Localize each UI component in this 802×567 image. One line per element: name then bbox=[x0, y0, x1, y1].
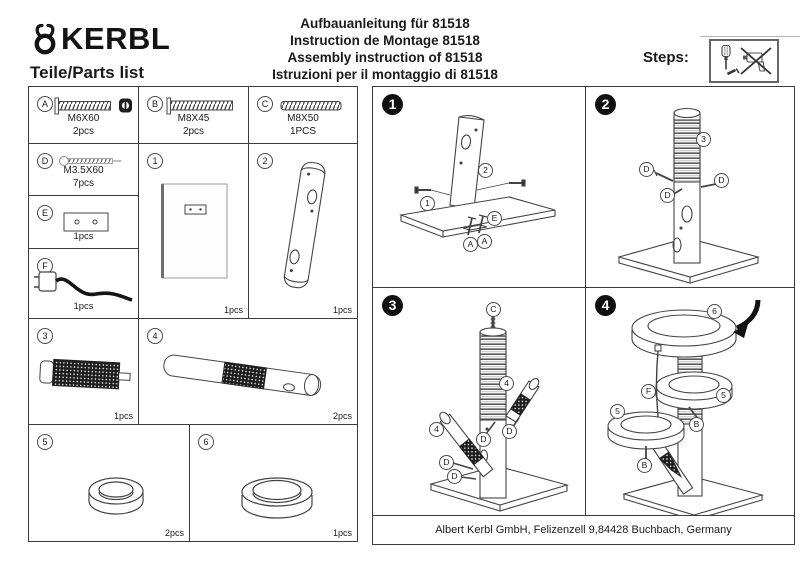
step-2-badge: 2 bbox=[595, 94, 616, 115]
part-cell-6: 6 1pcs bbox=[189, 424, 358, 542]
threaded-rod-m8x50-drawing bbox=[280, 101, 342, 111]
part-cell-E: E 1pcs bbox=[28, 195, 139, 249]
part-label-4: 4 bbox=[147, 328, 163, 344]
part-cell-A: A M6X60 2pcs bbox=[28, 86, 139, 144]
step-2-panel: 2 3 D D D bbox=[585, 86, 795, 288]
step1-tag-E: E bbox=[487, 211, 502, 226]
step-2-diagram bbox=[616, 107, 761, 284]
step4-tag-F: F bbox=[641, 384, 656, 399]
screw-m35x60-drawing bbox=[59, 156, 122, 166]
part-cell-C: C M8X50 1PCS bbox=[248, 86, 358, 144]
part-label-1: 1 bbox=[147, 153, 163, 169]
screwdriver-and-no-drill-icons bbox=[721, 44, 772, 76]
step3-tag-4a: 4 bbox=[499, 376, 514, 391]
document-title-block: Aufbauanleitung für 81518 Instruction de… bbox=[235, 15, 535, 83]
step-1-panel: 1 2 1 E A A bbox=[372, 86, 586, 288]
step3-tag-C: C bbox=[486, 302, 501, 317]
brand-name: KERBL bbox=[61, 21, 171, 56]
step4-tag-5b: 5 bbox=[610, 404, 625, 419]
tools-required-box bbox=[709, 39, 779, 83]
title-en: Assembly instruction of 81518 bbox=[287, 50, 483, 65]
step3-tag-D1: D bbox=[502, 424, 517, 439]
step1-tag-A2: A bbox=[477, 234, 492, 249]
small-ring-bed-drawing bbox=[88, 477, 144, 515]
part-label-B: B bbox=[147, 96, 163, 112]
part-spec-D: M3.5X60 7pcs bbox=[63, 165, 104, 189]
lower-tube-drawing bbox=[283, 161, 326, 289]
bolt-m8x45-drawing bbox=[166, 97, 233, 115]
part-label-3: 3 bbox=[37, 328, 53, 344]
step1-tag-part2: 2 bbox=[478, 163, 493, 178]
part-label-A: A bbox=[37, 96, 53, 112]
step2-tag-part3: 3 bbox=[696, 132, 711, 147]
angled-post-drawing bbox=[163, 354, 322, 396]
top-sisal-post-drawing bbox=[39, 358, 131, 390]
part-qty-5: 2pcs bbox=[164, 528, 184, 538]
step3-tag-D4: D bbox=[447, 469, 462, 484]
part-spec-B: M8X45 2pcs bbox=[177, 113, 210, 137]
bolt-m6x60-drawing bbox=[54, 97, 132, 115]
parts-list-title: Teile/Parts list bbox=[30, 63, 145, 82]
step4-tag-part6: 6 bbox=[707, 304, 722, 319]
no-electric-drill-icon bbox=[740, 47, 772, 75]
manufacturer-address-bar: Albert Kerbl GmbH, Felizenzell 9,84428 B… bbox=[372, 515, 795, 545]
step-3-diagram bbox=[429, 316, 570, 512]
step-4-diagram bbox=[607, 299, 765, 515]
step4-tag-B1: B bbox=[689, 417, 704, 432]
step3-tag-D3: D bbox=[439, 455, 454, 470]
scan-artifact-line bbox=[700, 36, 800, 37]
part-qty-2: 1pcs bbox=[332, 305, 352, 315]
step3-tag-D2: D bbox=[476, 432, 491, 447]
part-cell-1: 1 1pcs bbox=[138, 143, 249, 319]
manufacturer-address: Albert Kerbl GmbH, Felizenzell 9,84428 B… bbox=[435, 524, 732, 536]
step4-tag-B2: B bbox=[637, 458, 652, 473]
part-qty-E: 1pcs bbox=[73, 231, 94, 242]
step-3-badge: 3 bbox=[382, 295, 403, 316]
part-qty-F: 1pcs bbox=[73, 301, 94, 312]
part-cell-3: 3 1pcs bbox=[28, 318, 139, 425]
kerbl-logo: KERBL bbox=[30, 22, 170, 58]
connector-plate-drawing bbox=[63, 212, 109, 232]
part-qty-4: 2pcs bbox=[332, 411, 352, 421]
part-label-E: E bbox=[37, 205, 53, 221]
part-qty-6: 1pcs bbox=[332, 528, 352, 538]
part-cell-F: F 1pcs bbox=[28, 248, 139, 319]
screwdriver-icon bbox=[721, 44, 740, 76]
part-spec-C: M8X50 1PCS bbox=[287, 113, 319, 137]
step-1-badge: 1 bbox=[382, 94, 403, 115]
title-it: Istruzioni per il montaggio di 81518 bbox=[272, 67, 498, 82]
part-cell-5: 5 2pcs bbox=[28, 424, 190, 542]
steps-label: Steps: bbox=[643, 49, 689, 66]
part-label-5: 5 bbox=[37, 434, 53, 450]
play-cord-drawing bbox=[34, 271, 133, 302]
step1-tag-A1: A bbox=[463, 237, 478, 252]
step4-tag-5a: 5 bbox=[716, 388, 731, 403]
step2-tag-D1: D bbox=[639, 162, 654, 177]
part-label-6: 6 bbox=[198, 434, 214, 450]
part-label-2: 2 bbox=[257, 153, 273, 169]
part-spec-A: M6X60 2pcs bbox=[67, 113, 100, 137]
step-1-diagram bbox=[398, 114, 556, 238]
step1-tag-part1: 1 bbox=[420, 196, 435, 211]
step-3-panel: 3 bbox=[372, 287, 586, 516]
part-qty-3: 1pcs bbox=[113, 411, 133, 421]
part-cell-D: D M3.5X60 7pcs bbox=[28, 143, 139, 196]
title-de: Aufbauanleitung für 81518 bbox=[300, 16, 470, 31]
title-fr: Instruction de Montage 81518 bbox=[290, 33, 480, 48]
step-4-badge: 4 bbox=[595, 295, 616, 316]
part-cell-2: 2 1pcs bbox=[248, 143, 358, 319]
part-label-C: C bbox=[257, 96, 273, 112]
part-qty-1: 1pcs bbox=[223, 305, 243, 315]
step3-tag-4b: 4 bbox=[429, 422, 444, 437]
large-ring-bed-drawing bbox=[241, 477, 313, 519]
part-cell-4: 4 2pcs bbox=[138, 318, 358, 425]
step-4-panel: 4 bbox=[585, 287, 795, 516]
step2-tag-D3: D bbox=[660, 188, 675, 203]
goat-horns-icon bbox=[34, 23, 56, 55]
step2-tag-D2: D bbox=[714, 173, 729, 188]
base-board-drawing bbox=[161, 183, 228, 279]
part-label-D: D bbox=[37, 153, 53, 169]
part-cell-B: B M8X45 2pcs bbox=[138, 86, 249, 144]
